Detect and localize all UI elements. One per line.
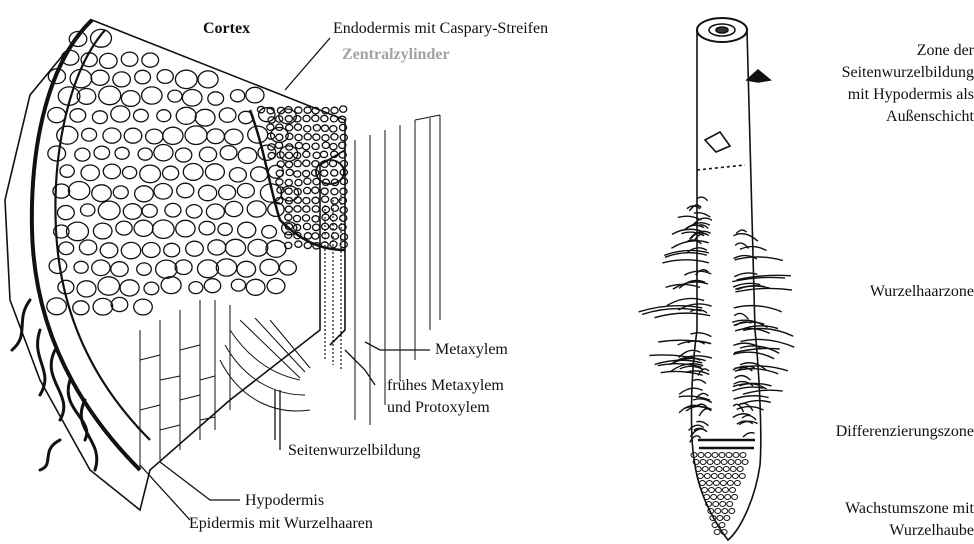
root-longitudinal bbox=[639, 18, 795, 540]
label-zone-lateral-line2: Seitenwurzelbildung bbox=[774, 62, 974, 84]
label-cortex: Cortex bbox=[203, 18, 250, 40]
cap-cell bbox=[714, 530, 720, 535]
label-zone-lateral: Zone der Seitenwurzelbildung mit Hypoder… bbox=[774, 40, 974, 128]
label-endodermis: Endodermis mit Caspary-Streifen bbox=[333, 18, 548, 40]
label-growth-zone-line1: Wachstumszone mit bbox=[774, 498, 974, 520]
stele-cell bbox=[340, 106, 347, 112]
label-root-hair-zone: Wurzelhaarzone bbox=[774, 281, 974, 303]
label-zone-lateral-line4: Außenschicht bbox=[774, 106, 974, 128]
stele-cell bbox=[321, 196, 328, 202]
label-metaxylem: Metaxylem bbox=[435, 339, 508, 361]
label-zone-lateral-line3: mit Hypodermis als bbox=[774, 84, 974, 106]
cross-section-block bbox=[5, 20, 440, 510]
stele-cell bbox=[331, 170, 338, 176]
label-central-cylinder: Zentralzylinder bbox=[342, 44, 450, 66]
stele-cell bbox=[331, 198, 338, 204]
label-growth-zone: Wachstumszone mit Wurzelhaube bbox=[774, 498, 974, 542]
stele-cell bbox=[329, 160, 336, 166]
stele-cell bbox=[331, 205, 338, 211]
stele-cell bbox=[340, 207, 347, 213]
stele-cell bbox=[340, 188, 347, 194]
stele-cell bbox=[321, 188, 328, 194]
label-early-metaxylem-1: frühes Metaxylem bbox=[387, 375, 504, 397]
stele-cell bbox=[340, 178, 347, 184]
label-early-metaxylem-2: und Protoxylem bbox=[387, 397, 490, 419]
label-lateral-root: Seitenwurzelbildung bbox=[288, 440, 420, 462]
stele-cell bbox=[330, 214, 337, 220]
stele-cell bbox=[331, 233, 338, 239]
label-zone-lateral-line1: Zone der bbox=[774, 40, 974, 62]
stele-cell bbox=[331, 188, 338, 194]
stele-cell bbox=[321, 170, 328, 176]
label-hypodermis: Hypodermis bbox=[245, 490, 324, 512]
stele-cell bbox=[331, 107, 338, 113]
label-epidermis: Epidermis mit Wurzelhaaren bbox=[189, 513, 373, 535]
label-growth-zone-line2: Wurzelhaube bbox=[774, 520, 974, 542]
stele-cell bbox=[322, 206, 329, 212]
label-differentiation-zone: Differenzierungszone bbox=[774, 421, 974, 443]
